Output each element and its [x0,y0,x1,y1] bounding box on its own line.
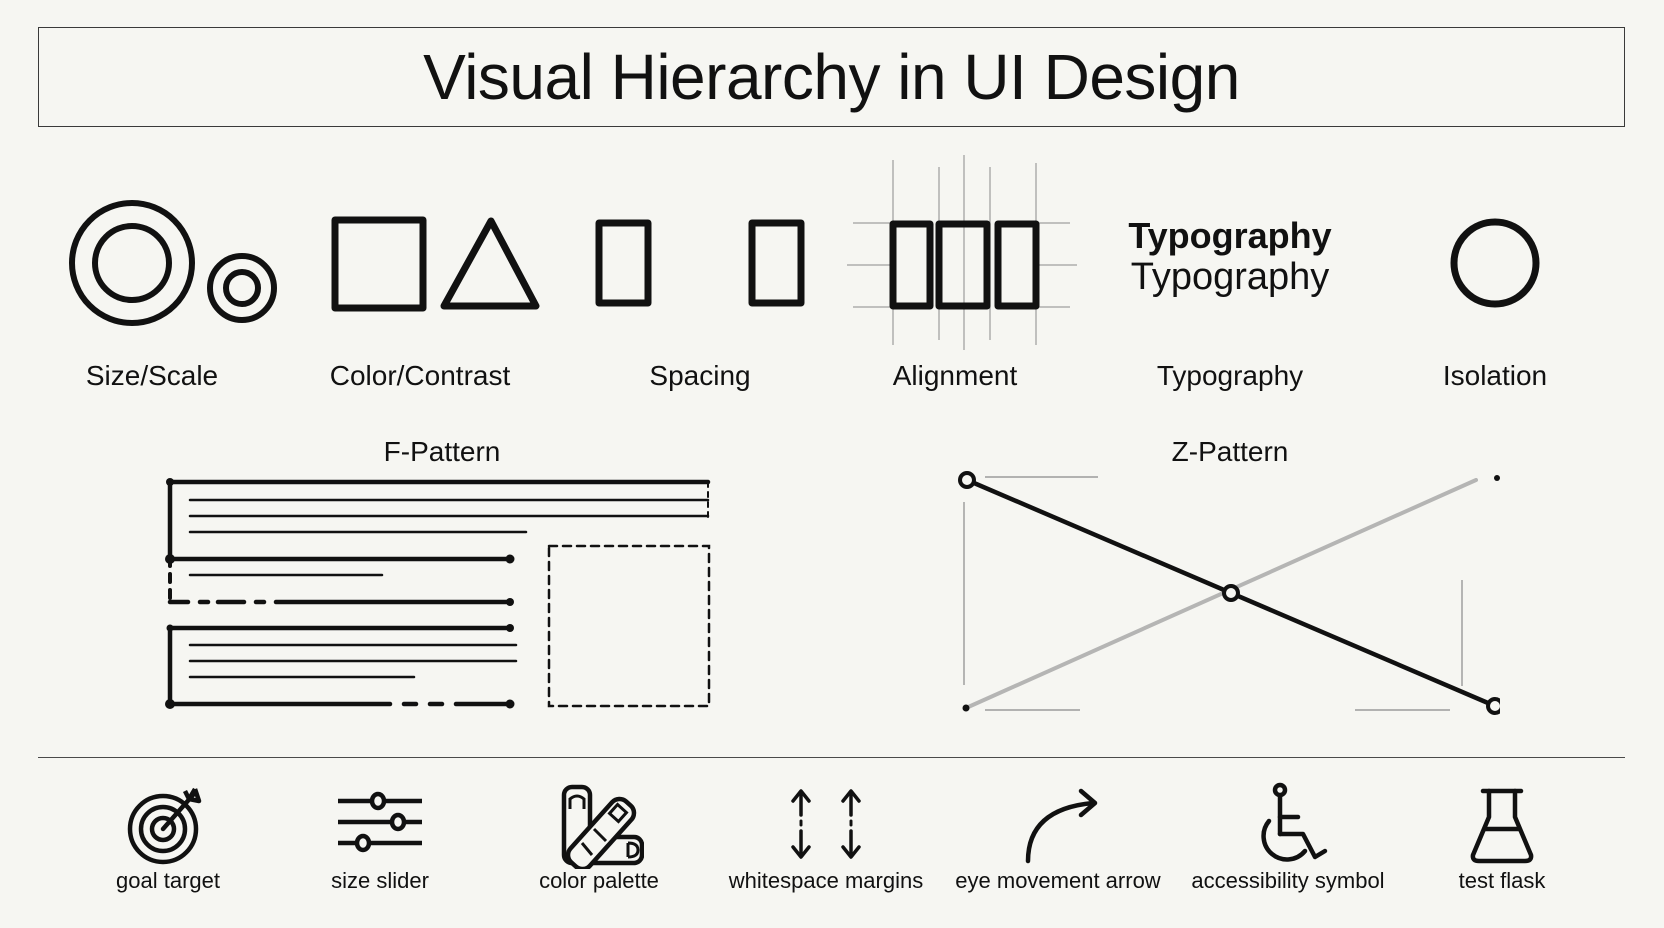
concentric-circles-icon [69,200,277,326]
tool-label: test flask [1458,868,1546,893]
typography-regular-sample: Typography [1130,256,1330,299]
tool-label: size slider [331,868,429,893]
principle-label: Isolation [1442,360,1548,391]
principle-label: Color/Contrast [329,360,511,391]
curved-arrow-icon [1025,788,1098,864]
tool-size-slider: size slider [260,775,500,905]
principle-typography: Typography Typography Typography [1110,165,1350,405]
target-icon [127,787,202,865]
tool-label: eye movement arrow [955,868,1161,893]
tool-color-palette: color palette [479,775,719,905]
spaced-rectangles-icon [595,219,805,307]
isolated-circle-icon [1450,218,1540,308]
principle-size-scale: Size/Scale [52,165,292,405]
section-divider [38,757,1625,758]
principle-isolation: Isolation [1375,165,1615,405]
principle-alignment: Alignment [845,155,1085,395]
slider-icon [338,791,422,853]
title-box: Visual Hierarchy in UI Design [38,27,1625,127]
tool-accessibility-symbol: accessibility symbol [1168,775,1408,905]
tool-label: whitespace margins [728,868,924,893]
principle-label: Spacing [649,360,751,391]
tool-test-flask: test flask [1382,775,1622,905]
page-title: Visual Hierarchy in UI Design [423,41,1240,113]
principle-label: Alignment [892,360,1018,391]
vertical-arrows-icon [791,789,861,859]
tool-goal-target: goal target [48,775,288,905]
wheelchair-icon [1261,782,1328,862]
z-pattern-title: Z-Pattern [1171,436,1289,467]
tool-label: goal target [116,868,220,893]
square-triangle-icon [331,216,540,312]
principle-label: Size/Scale [85,360,219,391]
tool-label: color palette [539,868,659,893]
flask-icon [1470,788,1534,864]
principle-label: Typography [1156,360,1304,391]
tool-eye-movement-arrow: eye movement arrow [938,775,1178,905]
tool-label: accessibility symbol [1191,868,1385,893]
tool-whitespace-margins: whitespace margins [706,775,946,905]
palette-icon [561,784,644,869]
typography-sample: Typography Typography [1110,215,1350,300]
f-pattern-diagram [165,478,711,709]
aligned-grid-rectangles-icon [847,155,1077,350]
typography-bold-sample: Typography [1128,215,1332,256]
principle-color-contrast: Color/Contrast [320,165,560,405]
z-pattern-diagram [958,471,1500,715]
f-pattern-title: F-Pattern [383,436,501,467]
principle-spacing: Spacing [580,165,820,405]
